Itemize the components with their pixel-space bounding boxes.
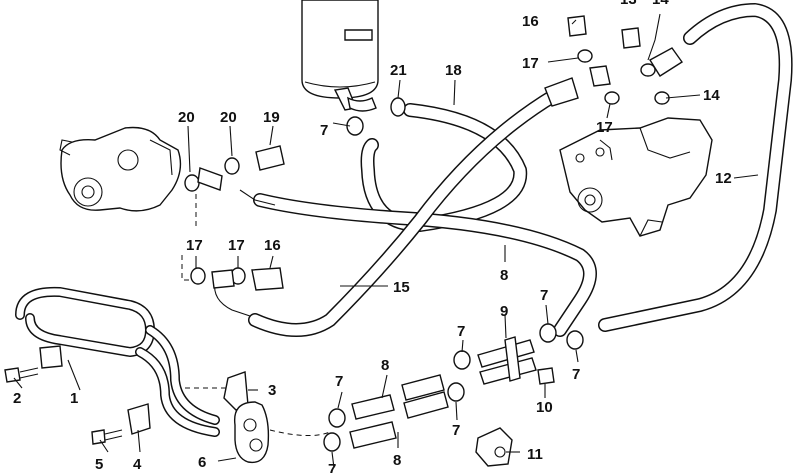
callout-labels: 1 2 3 4 5 6 7 7 7 7 7 7 7 8 8 8 9 10 11 … (13, 0, 732, 473)
callout-8c: 8 (393, 452, 401, 469)
callout-5: 5 (95, 456, 103, 473)
fluid-reservoir (301, 0, 379, 112)
callout-15: 15 (393, 279, 410, 296)
callout-19: 19 (263, 109, 280, 126)
callout-8a: 8 (500, 267, 508, 284)
callout-17c: 17 (186, 237, 203, 254)
hoses (214, 3, 793, 337)
power-steering-pump (59, 126, 182, 212)
callout-4: 4 (133, 456, 142, 473)
callout-2: 2 (13, 390, 21, 407)
callout-6: 6 (198, 454, 206, 471)
callout-7e: 7 (452, 422, 460, 439)
callout-17d: 17 (228, 237, 245, 254)
callout-20b: 20 (220, 109, 237, 126)
callout-8b: 8 (381, 357, 389, 374)
callout-7g: 7 (572, 366, 580, 383)
callout-13: 13 (620, 0, 637, 8)
callout-11: 11 (527, 446, 543, 463)
small-parts (4, 15, 683, 467)
callout-12: 12 (715, 170, 732, 187)
callout-16b: 16 (264, 237, 281, 254)
callout-16a: 16 (522, 13, 539, 30)
callout-17b: 17 (596, 119, 613, 136)
callout-1: 1 (70, 390, 78, 407)
callout-18: 18 (445, 62, 462, 79)
steering-gearbox (559, 117, 713, 237)
cooler-loop (15, 286, 220, 437)
callout-9: 9 (500, 303, 508, 320)
callout-10: 10 (536, 399, 553, 416)
callout-20a: 20 (178, 109, 195, 126)
callout-14a: 14 (652, 0, 669, 8)
callout-7a: 7 (320, 122, 328, 139)
callout-7c: 7 (328, 461, 336, 473)
callout-14b: 14 (703, 87, 720, 104)
callout-3: 3 (268, 382, 276, 399)
leader-lines (13, 13, 759, 469)
callout-17a: 17 (522, 55, 539, 72)
callout-7d: 7 (457, 323, 465, 340)
callout-7b: 7 (335, 373, 343, 390)
callout-7f: 7 (540, 287, 548, 304)
callout-21: 21 (390, 62, 407, 79)
